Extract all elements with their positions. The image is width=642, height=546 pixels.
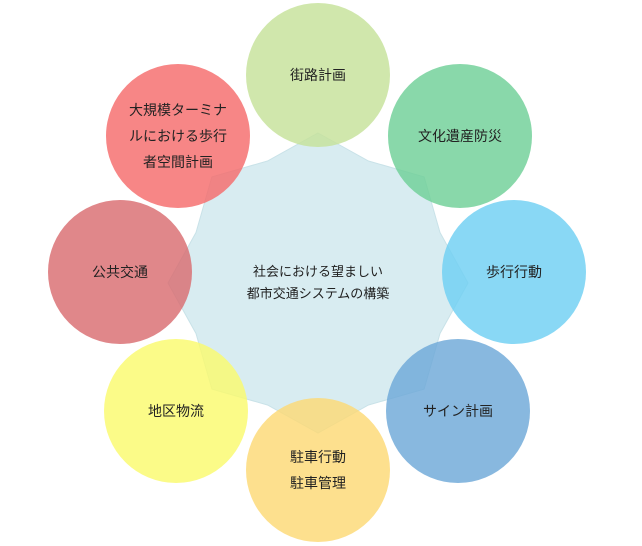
node-district-logistics: 地区物流 [104,339,248,483]
node-circle [48,200,192,344]
node-circle [386,339,530,483]
node-street-planning: 街路計画 [246,3,390,147]
node-label: サイン計画 [423,404,493,420]
node-terminal-walkspace: 大規模ターミナルにおける歩行者空間計画 [106,64,250,208]
node-label: 地区物流 [148,404,204,420]
node-label: 歩行行動 [486,265,542,281]
center-label: 社会における望ましい都市交通システムの構築 [247,264,390,302]
node-public-transport: 公共交通 [48,200,192,344]
node-label: 街路計画 [290,68,346,84]
node-culture-disaster: 文化遺産防災 [388,64,532,208]
node-parking: 駐車行動駐車管理 [246,398,390,542]
node-circle [104,339,248,483]
node-label: 駐車行動駐車管理 [290,449,346,492]
node-label: 文化遺産防災 [418,129,502,145]
node-label: 公共交通 [92,264,148,281]
node-circle [442,200,586,344]
node-circle [106,64,250,208]
node-walking-behavior: 歩行行動 [442,200,586,344]
node-label: 大規模ターミナルにおける歩行者空間計画 [129,103,227,171]
node-circle [388,64,532,208]
node-sign-planning: サイン計画 [386,339,530,483]
node-circle [246,3,390,147]
node-circle [246,398,390,542]
